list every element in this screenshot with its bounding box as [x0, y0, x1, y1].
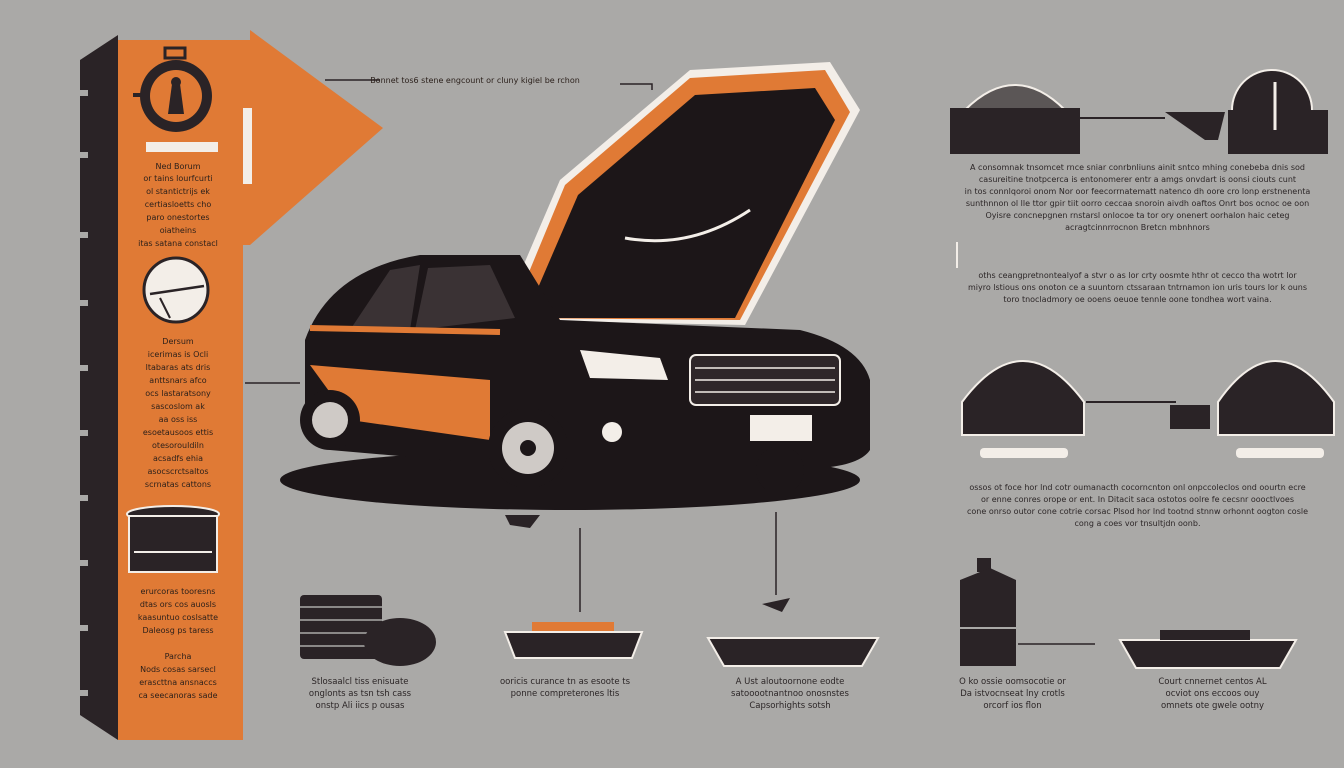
header-caption: Bonnet tos6 stene engcount or cluny kigi…: [370, 76, 580, 85]
left-block-3-text: erurcoras tooresns dtas ors cos auosls k…: [137, 587, 219, 635]
right-text-2: oths ceangpretnontealyof a stvr o as lor…: [967, 271, 1308, 304]
engine-cover-icons-top: [950, 69, 1328, 154]
left-block-2-title: Dersum: [162, 337, 194, 346]
bottom-caption-1: Stlosaalcl tiss enisuate onglonts as tsn…: [308, 677, 412, 711]
oil-jug-icon: [960, 558, 1095, 666]
pan-with-lid-icon: [1118, 630, 1298, 669]
car-illustration: [280, 62, 870, 528]
right-text-1: A consomnak tnsomcet rnce sniar conrbnli…: [964, 163, 1311, 232]
bottom-caption-2: ooricis curance tn as esoote ts ponne co…: [499, 677, 631, 699]
oil-pan-icon: [126, 505, 220, 573]
left-block-4-title: Parcha: [164, 652, 192, 661]
dipstick-gauge-icon: [142, 256, 210, 324]
engine-cover-icons-middle: [961, 360, 1335, 458]
pressure-gauge-icon: [133, 46, 218, 152]
left-block-1-title: Ned Borum: [155, 162, 201, 171]
left-block-2-text: icerimas is Ocli ltabaras ats dris antts…: [142, 350, 214, 489]
right-text-3: ossos ot foce hor lnd cotr oumanacth coc…: [966, 483, 1308, 528]
bottom-caption-5: Court cnnernet centos AL ocviot ons ecco…: [1158, 677, 1267, 711]
left-block-1-text: or tains lourfcurti ol stantictrijs ek c…: [138, 174, 218, 248]
left-block-4-text: Nods cosas sarsecl erascttna ansnaccs ca…: [138, 665, 218, 700]
drain-pan-icon: [503, 622, 644, 659]
oil-filter-stack-icon: [300, 595, 436, 666]
header-arrow-line: [325, 79, 653, 90]
bottom-caption-3: A Ust aloutoornone eodte satooootnantnoo…: [731, 677, 849, 711]
bottom-caption-4: O ko ossie oomsocotie or Da istvocnseat …: [959, 677, 1066, 711]
left-rail: [78, 35, 118, 740]
funnel-pan-icon: [706, 598, 880, 667]
